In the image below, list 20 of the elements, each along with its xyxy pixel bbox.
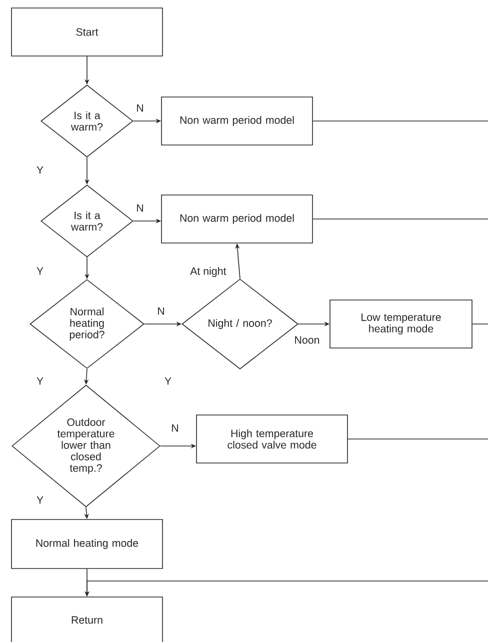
connector-line [312,218,488,220]
process-box: Low temperature heating mode [330,300,472,348]
process-box: Normal heating mode [11,519,163,569]
edge-label: At night [188,266,228,278]
branch-label: Y [164,377,172,385]
edge-label: Y [35,165,45,175]
edge-label: N [170,423,180,433]
edge-label: N [134,103,146,113]
edge-label: Y [35,376,45,386]
return-box: Return [11,596,163,642]
connector-line [312,120,488,122]
process-box: High temperature closed valve mode [196,414,348,464]
process-box: Non warm period model [161,194,313,244]
edge-label: N [134,203,146,213]
edge-label: N [156,306,166,316]
edge-label: Y [35,266,45,276]
start-box: Start [11,8,163,56]
process-box: Non warm period model [161,96,313,146]
edge-label: Y [35,495,45,505]
connector-line [348,438,488,440]
